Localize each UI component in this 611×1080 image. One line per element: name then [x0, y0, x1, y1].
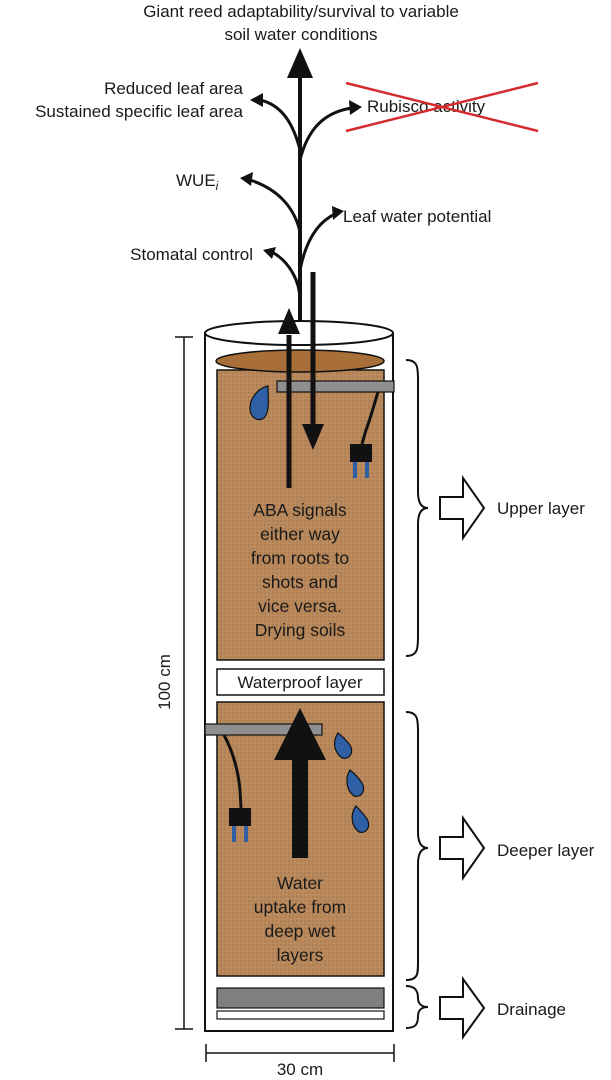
waterproof-layer-label: Waterproof layer: [237, 673, 362, 692]
drainage-gravel: [216, 987, 385, 1009]
main-upward-arrowhead: [287, 48, 313, 78]
width-dimension: [205, 1044, 395, 1062]
water-drop-icon: [249, 385, 269, 421]
svg-text:vice versa.: vice versa.: [258, 596, 342, 616]
svg-text:deep wet: deep wet: [264, 921, 335, 941]
water-uptake-arrow: [274, 708, 326, 858]
deeper-layer-label: Deeper layer: [497, 841, 595, 860]
aba-signal-arrows: [278, 272, 324, 488]
upper-soil-layer: [216, 369, 385, 661]
label-stomatal-control: Stomatal control: [130, 245, 253, 264]
waterproof-layer: [216, 668, 385, 696]
plant-stem: [248, 73, 354, 322]
branch-arrowheads: [240, 93, 362, 259]
soil-surface: [215, 349, 385, 373]
label-wue: WUEi: [176, 171, 219, 193]
title-line-1: Giant reed adaptability/survival to vari…: [143, 2, 459, 21]
label-sustained-sla: Sustained specific leaf area: [35, 102, 243, 121]
upper-layer-label: Upper layer: [497, 499, 585, 518]
height-dimension: [175, 336, 193, 1030]
svg-text:uptake from: uptake from: [254, 897, 346, 917]
svg-text:Water: Water: [277, 873, 323, 893]
layer-pointer-arrows: [439, 474, 486, 1041]
svg-text:Drying soils: Drying soils: [255, 620, 346, 640]
title-line-2: soil water conditions: [224, 25, 377, 44]
height-label: 100 cm: [155, 654, 174, 710]
svg-text:layers: layers: [277, 945, 324, 965]
svg-text:either way: either way: [260, 524, 340, 544]
svg-text:ABA signals: ABA signals: [253, 500, 347, 520]
braces: [405, 359, 429, 1029]
drainage-label: Drainage: [497, 1000, 566, 1019]
drainage-base: [216, 1010, 385, 1020]
upper-layer-description: ABA signals either way from roots to sho…: [251, 500, 349, 640]
deeper-moisture-probe: [204, 723, 323, 842]
svg-text:shots and: shots and: [262, 572, 338, 592]
width-label: 30 cm: [277, 1060, 323, 1079]
water-drops-icon: [333, 732, 370, 833]
svg-text:from roots to: from roots to: [251, 548, 349, 568]
deeper-layer-description: Water uptake from deep wet layers: [254, 873, 346, 965]
upper-moisture-probe: [276, 380, 395, 478]
label-leaf-water-potential: Leaf water potential: [343, 207, 491, 226]
label-reduced-leaf-area: Reduced leaf area: [104, 79, 243, 98]
rubisco-cross-out: [345, 81, 539, 133]
